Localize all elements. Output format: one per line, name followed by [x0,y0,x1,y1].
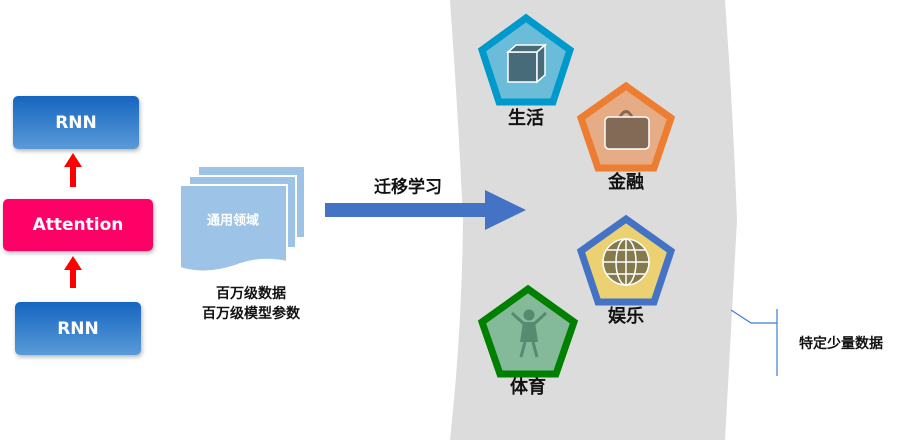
domain-label: 体育 [510,377,546,398]
caption-line2: 百万级模型参数 [202,306,300,322]
rnn-bottom-box: RNN [15,302,141,355]
briefcase-icon [604,110,650,150]
transfer-label: 迁移学习 [374,177,442,198]
cube-icon [506,43,547,84]
annotation-label: 特定少量数据 [799,336,883,352]
domain-finance[interactable] [576,81,676,172]
bracket [730,309,778,376]
documents-stack-icon [179,165,306,273]
rnn-top-box: RNN [13,96,139,149]
domain-life[interactable] [477,13,575,106]
domain-sports[interactable] [477,284,579,378]
domain-label: 生活 [508,108,544,129]
caption-line1: 百万级数据 [216,286,286,302]
transfer-arrow [325,190,526,230]
domain-label: 娱乐 [608,306,644,327]
arrow-up-icon [64,153,82,187]
doc-label: 通用领域 [206,213,260,229]
domain-label: 金融 [608,172,644,193]
attention-box: Attention [3,199,153,251]
person-icon [510,309,548,358]
arrow-up-icon [64,256,82,288]
domain-entertainment[interactable] [576,214,676,306]
globe-icon [602,238,650,286]
